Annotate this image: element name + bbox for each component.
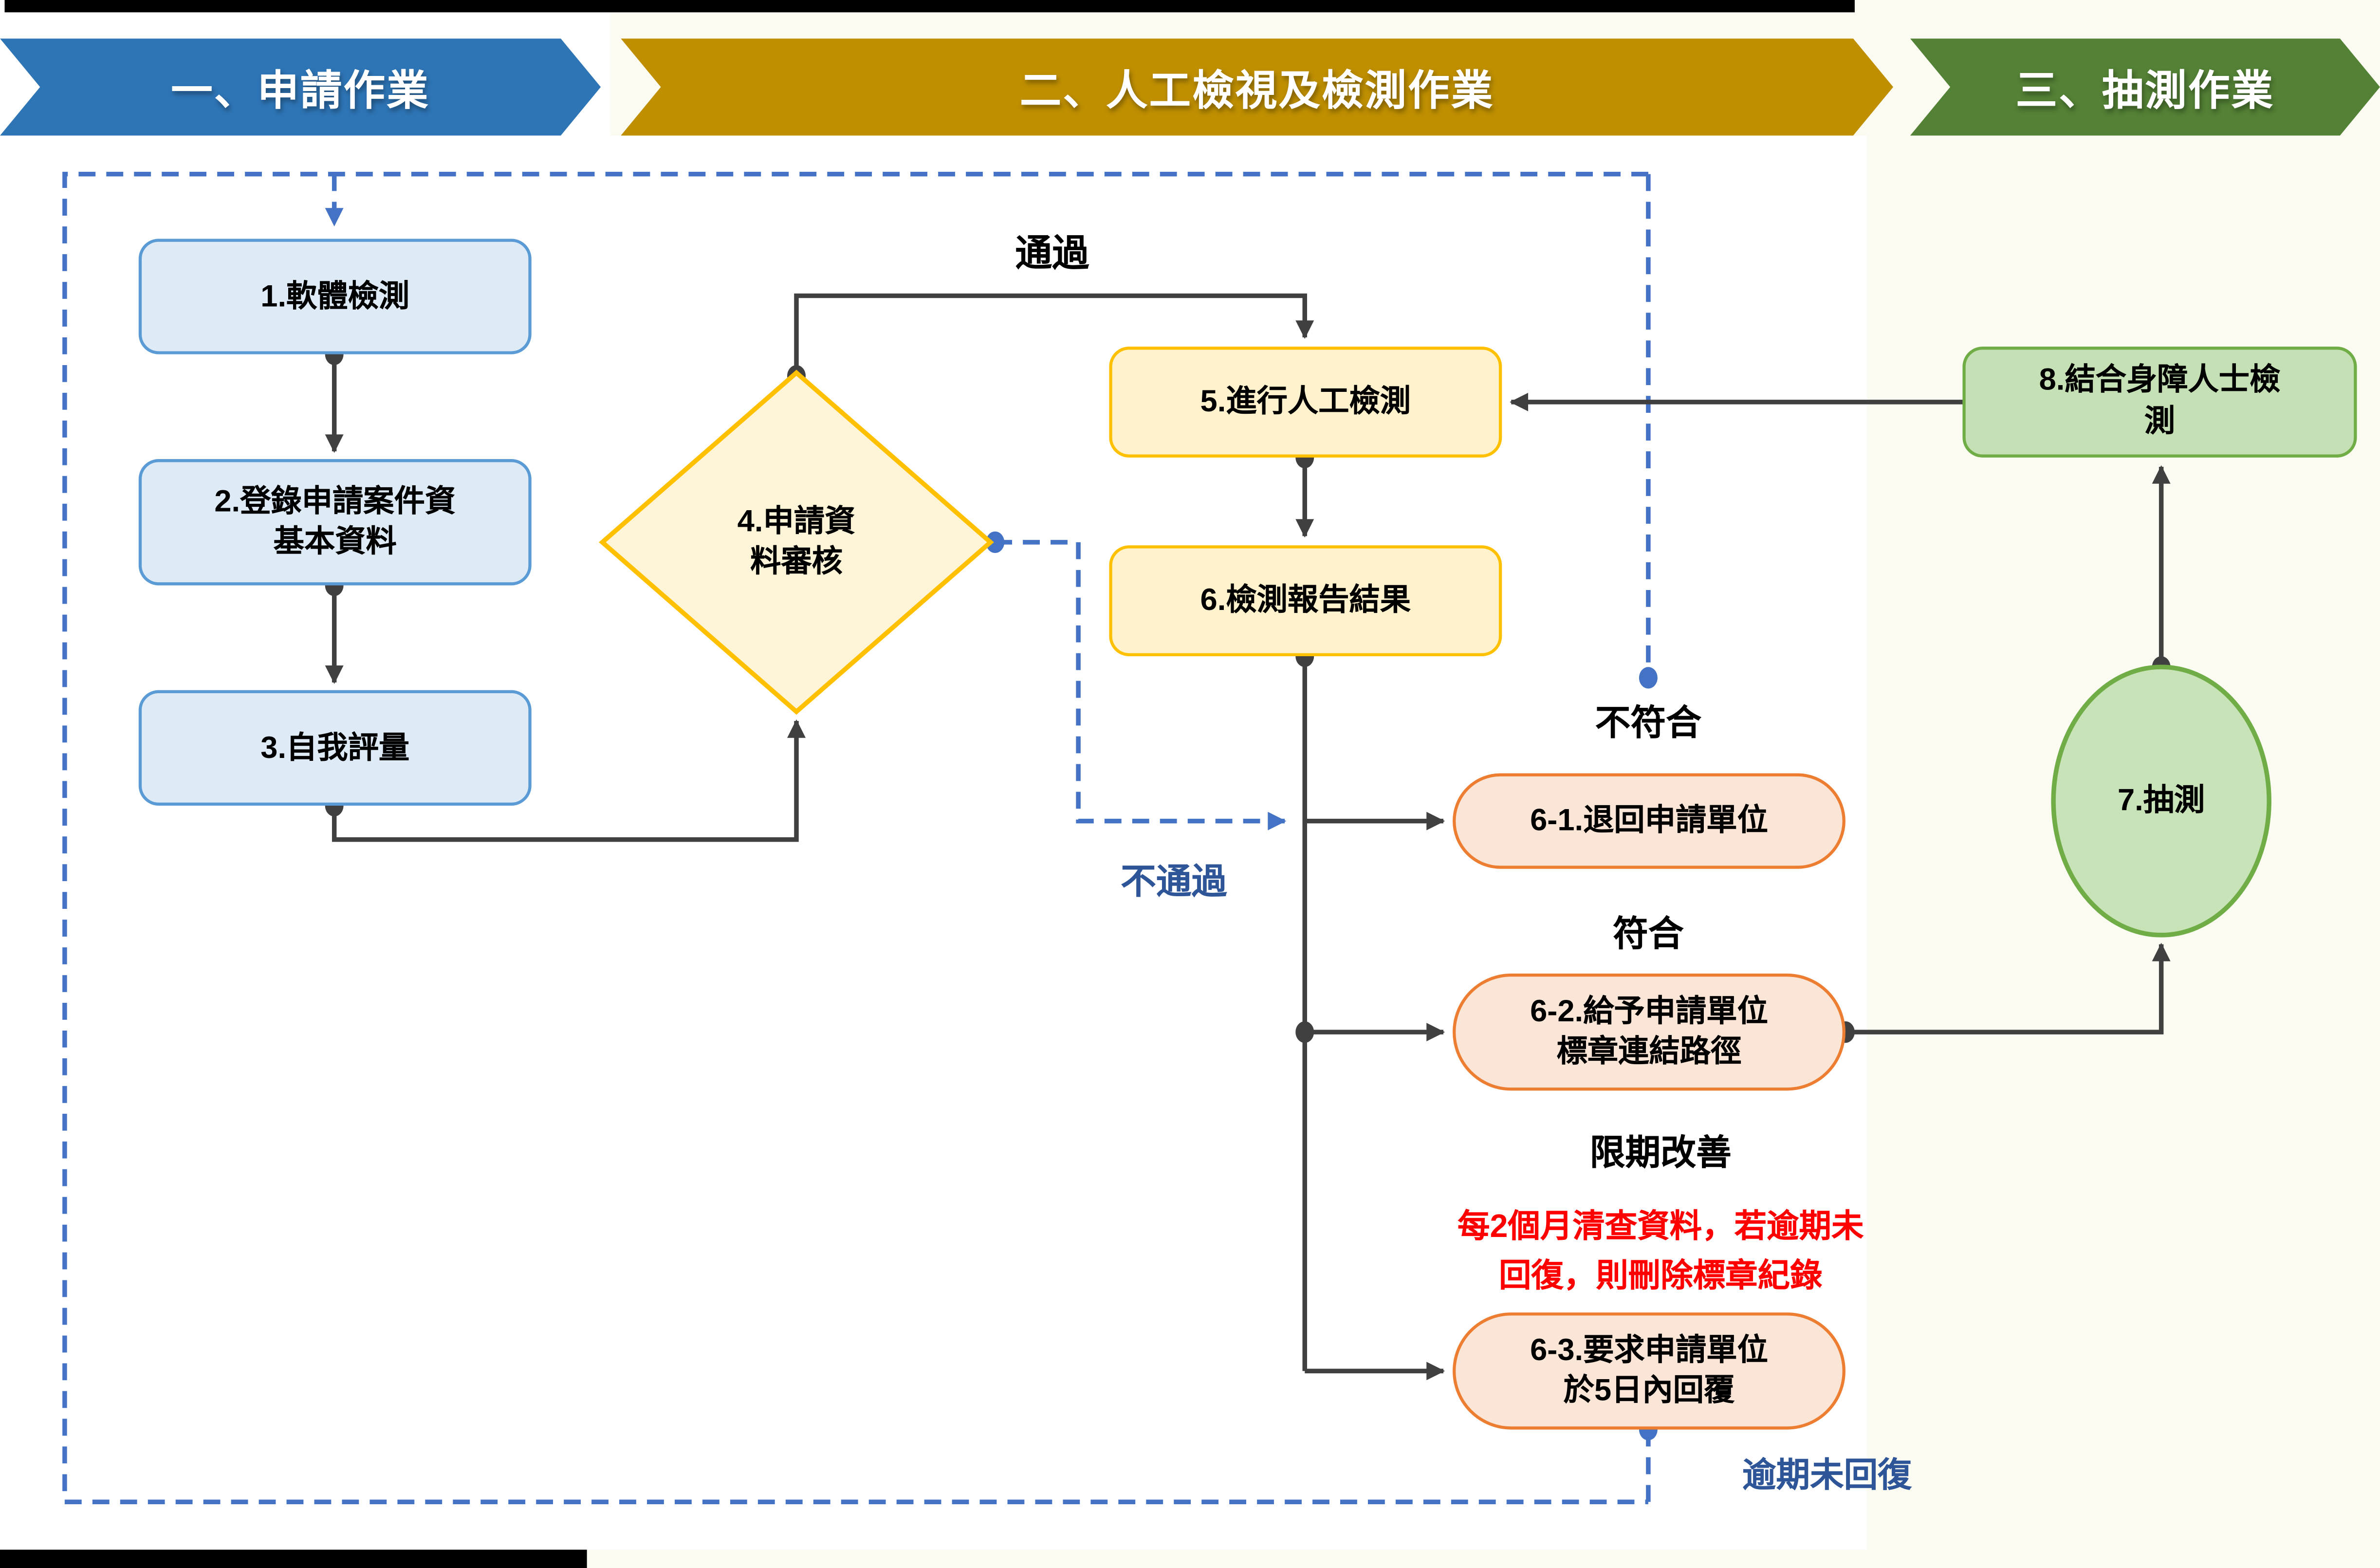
node-return-applicant-label: 6-1.退回申請單位 <box>1530 804 1768 838</box>
node-sampling-test-label: 7.抽測 <box>2117 784 2205 818</box>
node-manual-test: 5.進行人工檢測 <box>1109 346 1502 458</box>
decision-diamond-shape <box>599 369 994 715</box>
node-software-test: 1.軟體檢測 <box>138 239 532 354</box>
label-pass: 通過 <box>1015 233 1089 275</box>
label-noncompliant: 不符合 <box>1595 702 1702 743</box>
dot-trunk-62 <box>1295 1021 1314 1043</box>
node-self-assessment-label: 3.自我評量 <box>260 731 410 765</box>
node-grant-badge-link: 6-2.給予申請單位 標章連結路徑 <box>1453 973 1845 1091</box>
node-application-review-label: 4.申請資 料審核 <box>737 505 856 579</box>
node-sampling-test: 7.抽測 <box>2053 693 2269 909</box>
node-disabled-user-test: 8.結合身障人士檢 測 <box>1962 346 2357 458</box>
node-return-applicant: 6-1.退回申請單位 <box>1453 773 1845 869</box>
dot-noncompliant <box>1639 667 1658 689</box>
edge-3-4 <box>332 719 806 842</box>
top-black-bar <box>4 0 1855 13</box>
edge-62-7 <box>1845 942 2171 1034</box>
node-disabled-user-test-label: 8.結合身障人士檢 測 <box>2039 363 2281 439</box>
node-self-assessment: 3.自我評量 <box>138 690 532 806</box>
edge-fail-path <box>995 540 1287 830</box>
node-register-case: 2.登錄申請案件資 基本資料 <box>138 459 532 586</box>
label-fail: 不通過 <box>1121 861 1227 902</box>
label-review-note: 每2個月清查資料，若逾期未 回復，則刪除標章紀錄 <box>1458 1209 1864 1294</box>
edge-return-loop <box>62 171 1648 1505</box>
node-test-report: 6.檢測報告結果 <box>1109 545 1502 657</box>
label-overdue: 逾期未回復 <box>1742 1456 1912 1494</box>
node-test-report-label: 6.檢測報告結果 <box>1200 584 1411 618</box>
sampling-circle-shape <box>2051 664 2271 938</box>
label-compliant: 符合 <box>1613 913 1684 954</box>
node-grant-badge-link-label: 6-2.給予申請單位 標章連結路徑 <box>1530 995 1768 1070</box>
label-deadline-improve: 限期改善 <box>1589 1132 1732 1173</box>
dot-diamond-right <box>986 531 1005 553</box>
edge-4-5-pass <box>794 293 1314 373</box>
node-software-test-label: 1.軟體檢測 <box>260 279 410 314</box>
node-register-case-label: 2.登錄申請案件資 基本資料 <box>214 485 456 559</box>
node-application-review: 4.申請資 料審核 <box>627 434 966 650</box>
bottom-black-bar <box>0 1550 587 1568</box>
node-request-reply-5days-label: 6-3.要求申請單位 於5日內回覆 <box>1530 1334 1768 1408</box>
node-manual-test-label: 5.進行人工檢測 <box>1200 385 1411 419</box>
node-request-reply-5days: 6-3.要求申請單位 於5日內回覆 <box>1453 1312 1845 1430</box>
